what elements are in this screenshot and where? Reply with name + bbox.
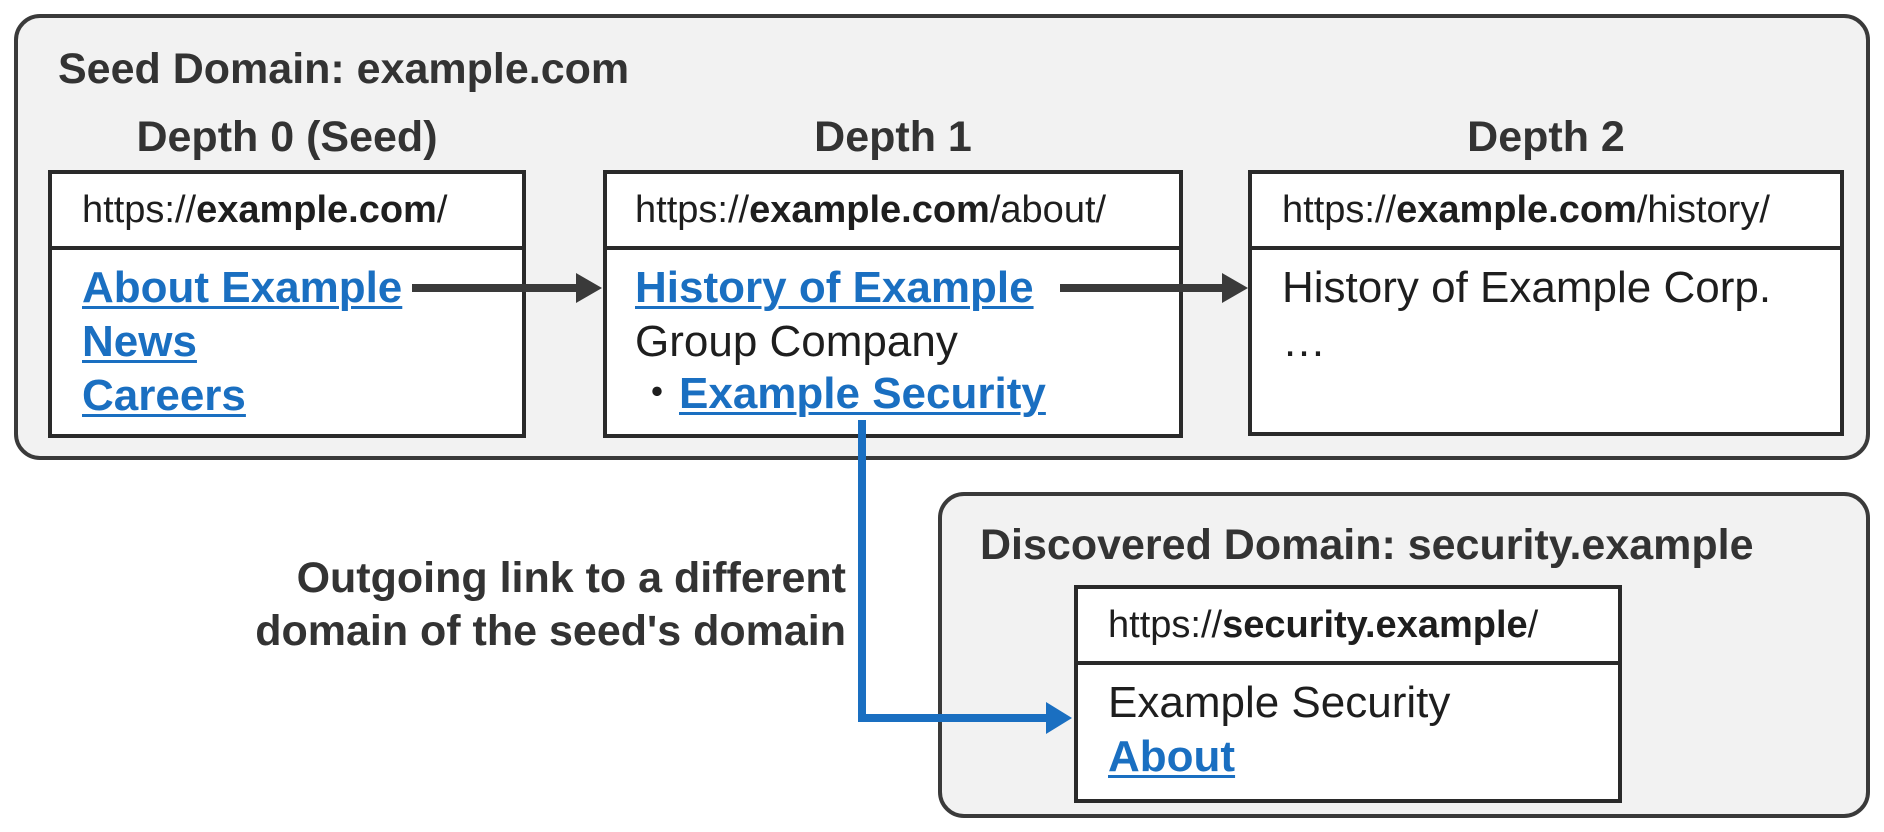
link-about[interactable]: About — [1108, 732, 1236, 781]
url-bar: https://example.com/ — [52, 174, 522, 250]
depth-2-page: https://example.com/history/ History of … — [1248, 170, 1844, 436]
seed-domain-title: Seed Domain: example.com — [58, 45, 630, 93]
arrow-depth1-to-depth2 — [1060, 273, 1248, 303]
link-news[interactable]: News — [82, 317, 197, 366]
url-domain: security.example — [1222, 604, 1528, 646]
url-prefix: https:// — [82, 189, 197, 231]
discovered-domain-title: Discovered Domain: security.example — [980, 521, 1754, 569]
depth-0-page: https://example.com/ About Example News … — [48, 170, 526, 438]
url-prefix: https:// — [635, 189, 750, 231]
outgoing-link-annotation: Outgoing link to a different domain of t… — [255, 552, 846, 658]
url-prefix: https:// — [1282, 189, 1397, 231]
discovered-page: https://security.example/ Example Securi… — [1074, 585, 1622, 803]
url-path: / — [436, 189, 448, 231]
text-group-company: Group Company — [635, 317, 958, 366]
text-example-security: Example Security — [1108, 678, 1451, 727]
url-bar: https://example.com/about/ — [607, 174, 1179, 250]
depth-2-heading: Depth 2 — [1467, 113, 1625, 161]
url-domain: example.com — [196, 189, 437, 231]
arrow-depth0-to-depth1 — [412, 273, 602, 303]
url-domain: example.com — [1396, 189, 1637, 231]
annotation-line-2: domain of the seed's domain — [255, 607, 846, 655]
url-bar: https://security.example/ — [1078, 589, 1618, 665]
depth-0-heading: Depth 0 (Seed) — [136, 113, 438, 161]
url-path: / — [1527, 604, 1539, 646]
text-ellipsis: … — [1282, 317, 1326, 366]
url-prefix: https:// — [1108, 604, 1223, 646]
link-example-security[interactable]: Example Security — [679, 369, 1046, 418]
url-path: /about/ — [989, 189, 1107, 231]
text-history-heading: History of Example Corp. — [1282, 263, 1772, 312]
url-bar: https://example.com/history/ — [1252, 174, 1840, 250]
annotation-line-1: Outgoing link to a different — [296, 554, 846, 602]
link-history-of-example[interactable]: History of Example — [635, 263, 1034, 312]
arrow-outgoing-external — [858, 420, 1072, 734]
link-about-example[interactable]: About Example — [82, 263, 403, 312]
url-domain: example.com — [749, 189, 990, 231]
url-path: /history/ — [1636, 189, 1770, 231]
depth-1-page: https://example.com/about/ History of Ex… — [603, 170, 1183, 438]
bullet: ・ — [635, 369, 679, 418]
depth-1-heading: Depth 1 — [814, 113, 972, 161]
link-careers[interactable]: Careers — [82, 371, 246, 420]
